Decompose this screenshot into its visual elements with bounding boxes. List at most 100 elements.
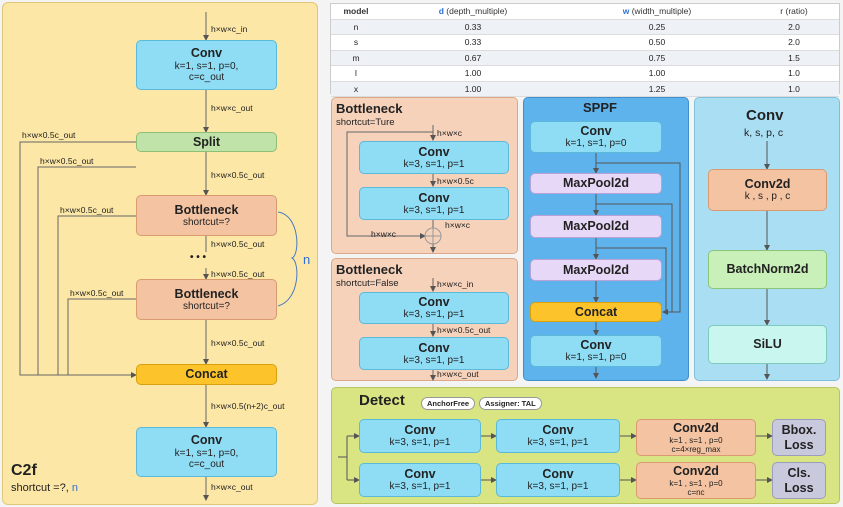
detect-cls-loss-block[interactable]: Cls. Loss	[772, 462, 826, 499]
detect-bbox-loss-block[interactable]: Bbox. Loss	[772, 419, 826, 456]
detect-row2-conv2d-params2: c=nc	[687, 487, 705, 497]
bottleneck-true-conv2-params: k=3, s=1, p=1	[403, 204, 465, 216]
c2f-label-bott1-out: h×w×0.5c_out	[211, 239, 265, 249]
c2f-concat-block[interactable]: Concat	[136, 364, 277, 385]
c2f-bottleneck1-name: Bottleneck	[174, 202, 239, 217]
bottleneck-false-conv2-name: Conv	[418, 340, 450, 355]
bottleneck-true-panel	[331, 97, 518, 254]
detect-cls-loss-line1: Cls.	[787, 466, 811, 481]
detect-row1-conv-b-block[interactable]: Conv k=3, s=1, p=1	[496, 419, 620, 453]
c2f-conv1-name: Conv	[190, 46, 223, 61]
sppf-conv1-params: k=1, s=1, p=0	[565, 138, 627, 150]
bottleneck-true-conv2-block[interactable]: Conv k=3, s=1, p=1	[359, 187, 509, 220]
sppf-conv2-block[interactable]: Conv k=1, s=1, p=0	[530, 335, 662, 367]
cell-model: s	[331, 34, 381, 51]
conv-def-silu-block[interactable]: SiLU	[708, 325, 827, 364]
detect-row1-conv-a-params: k=3, s=1, p=1	[389, 437, 451, 449]
table-row: m 0.67 0.75 1.5	[331, 50, 839, 66]
table-row: s 0.33 0.50 2.0	[331, 34, 839, 51]
conv-def-batchnorm-block[interactable]: BatchNorm2d	[708, 250, 827, 289]
cell-r: 2.0	[749, 34, 839, 51]
detect-bbox-loss-line2: Loss	[784, 437, 814, 452]
c2f-split-name: Split	[192, 134, 221, 149]
cell-d: 1.00	[381, 81, 565, 97]
bottleneck-true-label-mid: h×w×0.5c	[437, 176, 474, 186]
table-row: n 0.33 0.25 2.0	[331, 19, 839, 35]
detect-row1-conv-a-name: Conv	[404, 423, 436, 438]
c2f-bottleneck2-block[interactable]: Bottleneck shortcut=?	[136, 279, 277, 320]
c2f-label-in: h×w×c_in	[211, 24, 248, 34]
c2f-conv1-params1: k=1, s=1, p=0,	[174, 60, 239, 72]
conv-def-conv2d-block[interactable]: Conv2d k , s , p , c	[708, 169, 827, 211]
ratio-table-header: model d (depth_multiple) w (width_multip…	[331, 4, 839, 20]
bottleneck-true-conv2-name: Conv	[418, 190, 450, 205]
c2f-conv2-params2: c=c_out	[188, 459, 225, 471]
detect-cls-loss-line2: Loss	[784, 480, 814, 495]
cell-r: 1.0	[749, 65, 839, 82]
bottleneck-false-label-out: h×w×c_out	[437, 369, 479, 379]
sppf-conv2-params: k=1, s=1, p=0	[565, 352, 627, 364]
detect-row1-conv2d-block[interactable]: Conv2d k=1 , s=1 , p=0 c=4×reg_max	[636, 419, 756, 456]
detect-row1-conv-b-name: Conv	[542, 423, 574, 438]
c2f-conv2-block[interactable]: Conv k=1, s=1, p=0, c=c_out	[136, 427, 277, 477]
c2f-split-block[interactable]: Split	[136, 132, 277, 152]
sppf-title: SPPF	[583, 100, 617, 115]
sppf-concat-name: Concat	[574, 304, 618, 319]
cell-w: 1.25	[565, 81, 749, 97]
bottleneck-false-conv1-name: Conv	[418, 295, 450, 310]
sppf-conv1-name: Conv	[580, 124, 612, 139]
conv-def-title: Conv	[746, 107, 784, 124]
c2f-concat-name: Concat	[185, 367, 228, 382]
sppf-concat-block[interactable]: Concat	[530, 302, 662, 322]
detect-tag-anchorfree: AnchorFree	[421, 397, 476, 410]
c2f-conv2-params1: k=1, s=1, p=0,	[174, 447, 239, 459]
sppf-conv2-name: Conv	[580, 338, 612, 353]
bottleneck-false-conv1-params: k=3, s=1, p=1	[403, 309, 465, 321]
detect-row2-conv-b-block[interactable]: Conv k=3, s=1, p=1	[496, 463, 620, 497]
detect-row2-conv-a-block[interactable]: Conv k=3, s=1, p=1	[359, 463, 481, 497]
c2f-label-bott1-left: h×w×0.5c_out	[60, 205, 114, 215]
ratio-table: model d (depth_multiple) w (width_multip…	[331, 4, 839, 97]
ratio-table-panel: model d (depth_multiple) w (width_multip…	[330, 3, 840, 97]
cell-r: 1.0	[749, 81, 839, 97]
cell-model: m	[331, 50, 381, 66]
cell-w: 0.25	[565, 19, 749, 35]
c2f-bottleneck2-sub: shortcut=?	[183, 300, 230, 312]
c2f-conv1-block[interactable]: Conv k=1, s=1, p=0, c=c_out	[136, 40, 277, 90]
header-model: model	[331, 4, 381, 20]
detect-row1-conv-a-block[interactable]: Conv k=3, s=1, p=1	[359, 419, 481, 453]
bottleneck-true-conv1-block[interactable]: Conv k=3, s=1, p=1	[359, 141, 509, 174]
cell-d: 0.33	[381, 34, 565, 51]
bottleneck-false-sub: shortcut=False	[336, 278, 399, 289]
bottleneck-true-label-in: h×w×c	[437, 128, 463, 138]
cell-r: 1.5	[749, 50, 839, 66]
conv-def-silu-name: SiLU	[753, 337, 782, 352]
detect-title: Detect	[359, 392, 405, 409]
conv-def-sub: k, s, p, c	[744, 127, 784, 139]
sppf-maxpool3-block[interactable]: MaxPool2d	[530, 259, 662, 281]
bottleneck-false-conv1-block[interactable]: Conv k=3, s=1, p=1	[359, 292, 509, 324]
bottleneck-false-label-in: h×w×c_in	[437, 279, 474, 289]
bottleneck-true-sub: shortcut=Ture	[336, 117, 395, 128]
detect-row1-conv2d-params2: c=4×reg_max	[671, 444, 721, 454]
bottleneck-false-title: Bottleneck	[336, 262, 403, 277]
detect-row1-conv2d-params1: k=1 , s=1 , p=0	[669, 435, 723, 445]
c2f-subtitle: shortcut =?, n	[11, 482, 78, 494]
c2f-bottleneck1-block[interactable]: Bottleneck shortcut=?	[136, 195, 277, 236]
detect-row2-conv2d-block[interactable]: Conv2d k=1 , s=1 , p=0 c=nc	[636, 462, 756, 499]
c2f-label-split-right: h×w×0.5c_out	[211, 170, 265, 180]
detect-row1-conv-b-params: k=3, s=1, p=1	[527, 437, 589, 449]
sppf-maxpool1-block[interactable]: MaxPool2d	[530, 173, 662, 194]
c2f-label-split-left: h×w×0.5c_out	[22, 130, 76, 140]
bottleneck-false-conv2-block[interactable]: Conv k=3, s=1, p=1	[359, 337, 509, 370]
sppf-maxpool2-block[interactable]: MaxPool2d	[530, 215, 662, 238]
c2f-conv1-params2: c=c_out	[188, 72, 225, 84]
bottleneck-true-conv1-params: k=3, s=1, p=1	[403, 158, 465, 170]
detect-tag-assigner: Assigner: TAL	[479, 397, 542, 410]
c2f-title: C2f	[11, 462, 37, 479]
sppf-conv1-block[interactable]: Conv k=1, s=1, p=0	[530, 121, 662, 153]
